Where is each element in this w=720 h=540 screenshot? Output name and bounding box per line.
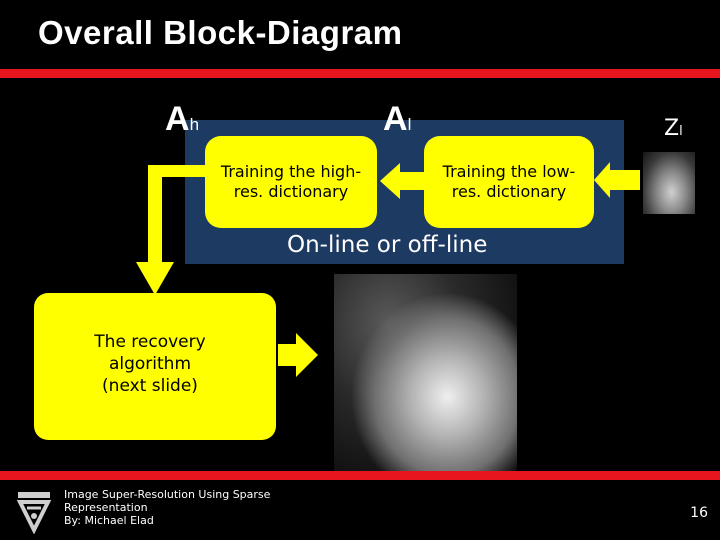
low-res-input-image <box>643 152 695 214</box>
technion-logo-icon <box>16 492 52 534</box>
slide-title: Overall Block-Diagram <box>38 14 403 51</box>
arrow-lowres-to-highres <box>380 163 428 199</box>
high-res-output-image <box>334 274 517 472</box>
recovery-algorithm-block: The recovery algorithm (next slide) <box>34 293 276 440</box>
train-highres-dictionary-block: Training the high- res. dictionary <box>205 136 377 228</box>
arrow-highres-to-recovery <box>136 165 205 295</box>
symbol-z-low: Zl <box>664 116 683 141</box>
arrow-zl-to-lowres <box>594 162 640 198</box>
train-lowres-dictionary-block: Training the low- res. dictionary <box>424 136 594 228</box>
arrow-recovery-to-output <box>278 333 318 377</box>
symbol-a-low: Al <box>383 100 412 138</box>
title-underline-bar <box>0 69 720 78</box>
online-offline-caption: On-line or off-line <box>287 232 488 258</box>
page-number: 16 <box>690 505 708 521</box>
footer-red-bar <box>0 471 720 480</box>
footer-citation: Image Super-Resolution Using Sparse Repr… <box>64 488 271 527</box>
symbol-a-high: Ah <box>165 100 200 138</box>
